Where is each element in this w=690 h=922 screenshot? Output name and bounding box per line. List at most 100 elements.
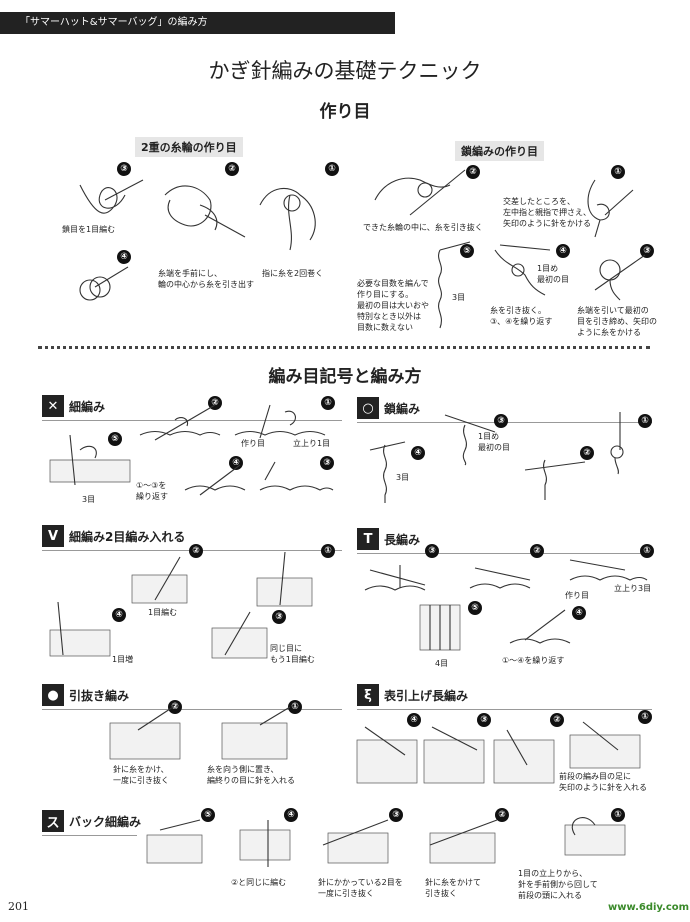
step-2-badge: ②: [168, 700, 182, 714]
chain-note-4: 1目め 最初の目: [537, 264, 569, 284]
step-1-badge: ①: [288, 700, 302, 714]
step-4-badge: ④: [117, 250, 131, 264]
stitch-header-slst: ● 引抜き編み: [42, 684, 129, 706]
chain-start-label: 鎖編みの作り目: [455, 141, 544, 161]
step-3-badge: ③: [477, 713, 491, 727]
chain-step4-illustration: [494, 244, 551, 296]
step-4-badge: ④: [112, 608, 126, 622]
ch-step3-illustration: [444, 414, 496, 466]
rsc-note-3: 針に糸をかけて 引き抜く: [425, 878, 481, 898]
chain-step1-illustration: [587, 179, 634, 238]
sc2inc-name: 細編み2目編み入れる: [69, 529, 186, 544]
sc-step2-illustration: [139, 404, 221, 441]
double-ring-label: 2重の糸輪の作り目: [135, 137, 243, 157]
sc2inc-step3-illustration: [211, 611, 268, 659]
step-4-badge: ④: [556, 244, 570, 258]
page-number: 201: [8, 900, 29, 913]
stitch-header-sc2inc: V 細編み2目編み入れる: [42, 525, 185, 547]
dc-note-foundation: 作り目: [565, 591, 589, 600]
chain-step5-illustration: [438, 241, 471, 329]
step-1-badge: ①: [321, 396, 335, 410]
section-line: [42, 835, 137, 836]
slst-note-2: 糸を向う側に置き、 編終りの目に針を入れる: [207, 765, 295, 785]
chain-note-1: できた糸輪の中に、糸を引き抜く: [363, 223, 483, 232]
fpdc-name: 表引上げ長編み: [384, 688, 469, 703]
ring-note-2: 糸端を手前にし、 輪の中心から糸を引き出す: [158, 269, 254, 289]
sc-step4-illustration: [184, 464, 246, 496]
sc-step5-illustration: [49, 434, 131, 486]
sc2inc-note-3: 同じ目に もう1目編む: [270, 644, 315, 664]
stitch-header-rsc: ス バック細編み: [42, 810, 141, 832]
rsc-step4-illustration: [239, 820, 291, 867]
dc-note-repeat: ①～④を繰り返す: [502, 656, 565, 665]
step-5-badge: ⑤: [460, 244, 474, 258]
step-4-badge: ④: [411, 446, 425, 460]
step-2-badge: ②: [530, 544, 544, 558]
rsc-step5-illustration: [146, 819, 203, 864]
step-2-badge: ②: [550, 713, 564, 727]
step-5-badge: ⑤: [468, 601, 482, 615]
divider: [38, 346, 650, 349]
step-1-badge: ①: [640, 544, 654, 558]
ring-note-1: 鎖目を1目編む: [62, 225, 116, 234]
section-line: [357, 553, 652, 554]
fpdc-note: 前段の編み目の足に 矢印のように針を入れる: [559, 772, 647, 792]
ch-note-count: 3目: [396, 473, 410, 482]
step-4-badge: ④: [407, 713, 421, 727]
stitch-header-fpdc: ξ 表引上げ長編み: [357, 684, 468, 706]
slst-step2-illustration: [109, 706, 181, 760]
dc-note-count: 4目: [435, 659, 449, 668]
step-3-badge: ③: [117, 162, 131, 176]
dc-note-turning: 立上り3目: [614, 584, 652, 593]
rsc-note-1: ②と同じに編む: [231, 878, 287, 887]
stitch-header-dc: T 長編み: [357, 528, 420, 550]
step-3-badge: ③: [320, 456, 334, 470]
chain-note-5: 糸を引き抜く。 ③、④を繰り返す: [490, 306, 553, 326]
ring-step2-hand-illustration: [164, 185, 246, 238]
ch-name: 鎖編み: [384, 401, 421, 416]
sc-note-count: 3目: [82, 495, 96, 504]
sc2inc-step1-illustration: [256, 551, 313, 607]
step-4-badge: ④: [229, 456, 243, 470]
sc-step3-illustration: [259, 461, 334, 491]
chain-note-6: 糸端を引いて最初の 目を引き締め、矢印の ように糸をかける: [577, 306, 657, 337]
fpdc-step1-illustration: [569, 721, 641, 769]
slst-name: 引抜き編み: [69, 688, 130, 703]
step-5-badge: ⑤: [108, 432, 122, 446]
chain-step2-hand-illustration: [374, 169, 466, 216]
section-title-foundation: 作り目: [319, 102, 371, 122]
ch-symbol-icon: ○: [357, 397, 379, 419]
slst-note-1: 針に糸をかけ、 一度に引き抜く: [113, 765, 169, 785]
rsc-note-2: 針にかかっている2目を 一度に引き抜く: [318, 878, 403, 898]
sc2inc-step2-illustration: [131, 556, 188, 604]
ch-step2-illustration: [524, 459, 586, 500]
stitch-header-ch: ○ 鎖編み: [357, 397, 420, 419]
step-2-badge: ②: [495, 808, 509, 822]
step-1-badge: ①: [325, 162, 339, 176]
dc-step2-illustration: [469, 567, 531, 589]
step-5-badge: ⑤: [201, 808, 215, 822]
dc-step5-illustration: [419, 604, 461, 651]
step-1-badge: ①: [611, 165, 625, 179]
section-line: [357, 709, 652, 710]
chapter-header: 「サマーハット&サマーバッグ」の編み方: [0, 12, 395, 34]
dc-symbol-icon: T: [357, 528, 379, 550]
dc-step1-illustration: [569, 559, 648, 581]
fpdc-step3-illustration: [423, 726, 485, 784]
rsc-step1-illustration: [564, 817, 626, 856]
fpdc-step2-illustration: [493, 729, 555, 784]
sc2inc-note-1: 1目編む: [148, 608, 178, 617]
fpdc-step4-illustration: [356, 726, 418, 784]
ring-note-3: 指に糸を2回巻く: [262, 269, 324, 278]
step-4-badge: ④: [284, 808, 298, 822]
watermark: www.6diy.com: [608, 902, 690, 913]
step-1-badge: ①: [638, 414, 652, 428]
step-3-badge: ③: [272, 610, 286, 624]
sc-note-repeat: ①～③を 繰り返す: [136, 481, 168, 501]
slst-step1-illustration: [221, 706, 291, 760]
step-2-badge: ②: [466, 165, 480, 179]
fpdc-symbol-icon: ξ: [357, 684, 379, 706]
sc2inc-symbol-icon: V: [42, 525, 64, 547]
step-1-badge: ①: [611, 808, 625, 822]
sc2inc-step4-illustration: [49, 601, 111, 657]
